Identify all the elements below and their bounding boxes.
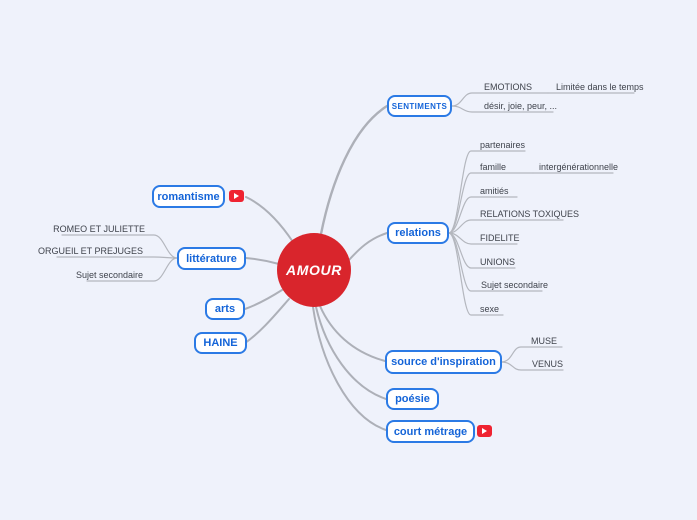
youtube-icon[interactable] [477,425,492,437]
branch-line-romantisme [245,196,294,243]
node-label-romantisme: romantisme [157,190,220,203]
leaf-line-muse [500,346,563,363]
leaf-desir-joie-peur[interactable]: désir, joie, peur, ... [484,101,558,111]
root-label: AMOUR [286,262,342,278]
leaf-sujet-secondaire-litterature[interactable]: Sujet secondaire [75,270,143,280]
node-litterature[interactable]: littérature [177,247,246,270]
branch-line-sentiments [319,104,389,236]
node-label-court-metrage: court métrage [393,425,468,438]
node-court-metrage[interactable]: court métrage [386,420,475,443]
leaf-orgueil-et-prejuges[interactable]: ORGUEIL ET PREJUGES [37,246,143,256]
node-label-relations: relations [395,227,441,239]
leaf-line-amities [448,196,518,234]
node-label-haine: HAINE [203,337,238,349]
leaf-line-partenaires [448,150,526,234]
leaf-line-sujet-secondaire-lit [86,257,178,282]
node-label-sentiments: SENTIMENTS [391,101,448,111]
node-label-litterature: littérature [186,252,237,265]
node-romantisme[interactable]: romantisme [152,185,225,208]
branch-line-litterature [245,257,280,265]
youtube-icon[interactable] [229,190,244,202]
leaf-famille[interactable]: famille [480,162,507,172]
leaf-relations-toxiques[interactable]: RELATIONS TOXIQUES [480,209,580,219]
leaf-unions[interactable]: UNIONS [480,257,516,267]
leaf-line-desir [451,105,554,113]
node-arts[interactable]: arts [205,298,245,320]
node-label-source-inspiration: source d'inspiration [391,356,496,368]
leaf-emotions[interactable]: EMOTIONS [484,82,533,92]
node-label-poesie: poésie [395,393,430,405]
node-label-arts: arts [214,303,236,315]
branch-line-poesie [315,306,387,400]
play-icon [482,428,487,434]
node-relations[interactable]: relations [387,222,449,244]
leaf-line-emotions [451,92,549,107]
node-sentiments[interactable]: SENTIMENTS [387,95,452,117]
root-node-amour[interactable]: AMOUR [277,233,351,307]
leaf-sujet-secondaire-relations[interactable]: Sujet secondaire [481,280,549,290]
branch-line-arts [244,289,283,310]
branch-line-relations [348,232,388,261]
play-icon [234,193,239,199]
node-poesie[interactable]: poésie [386,388,439,410]
leaf-line-orgueil [56,256,178,259]
leaf-partenaires[interactable]: partenaires [480,140,526,150]
leaf-romeo-et-juliette[interactable]: ROMEO ET JULIETTE [53,224,145,234]
leaf-amities[interactable]: amitiés [480,186,509,196]
leaf-line-fidelite [448,232,518,245]
node-source-inspiration[interactable]: source d'inspiration [385,350,502,374]
leaf-line-relations-toxiques [448,219,564,234]
leaf-line-venus [500,361,564,371]
leaf-sexe[interactable]: sexe [480,304,500,314]
leaf-intergenerationnelle[interactable]: intergénérationnelle [539,162,619,172]
leaf-fidelite[interactable]: FIDELITE [480,233,520,243]
branch-line-court-metrage [312,306,387,431]
leaf-muse[interactable]: MUSE [531,336,558,346]
leaf-line-romeo [61,234,178,259]
node-haine[interactable]: HAINE [194,332,247,354]
leaf-limitee-dans-le-temps[interactable]: Limitée dans le temps [556,82,644,92]
branch-line-source [319,305,386,362]
branch-line-haine [244,298,290,344]
leaf-venus[interactable]: VENUS [532,359,564,369]
leaf-line-sexe [448,232,504,316]
